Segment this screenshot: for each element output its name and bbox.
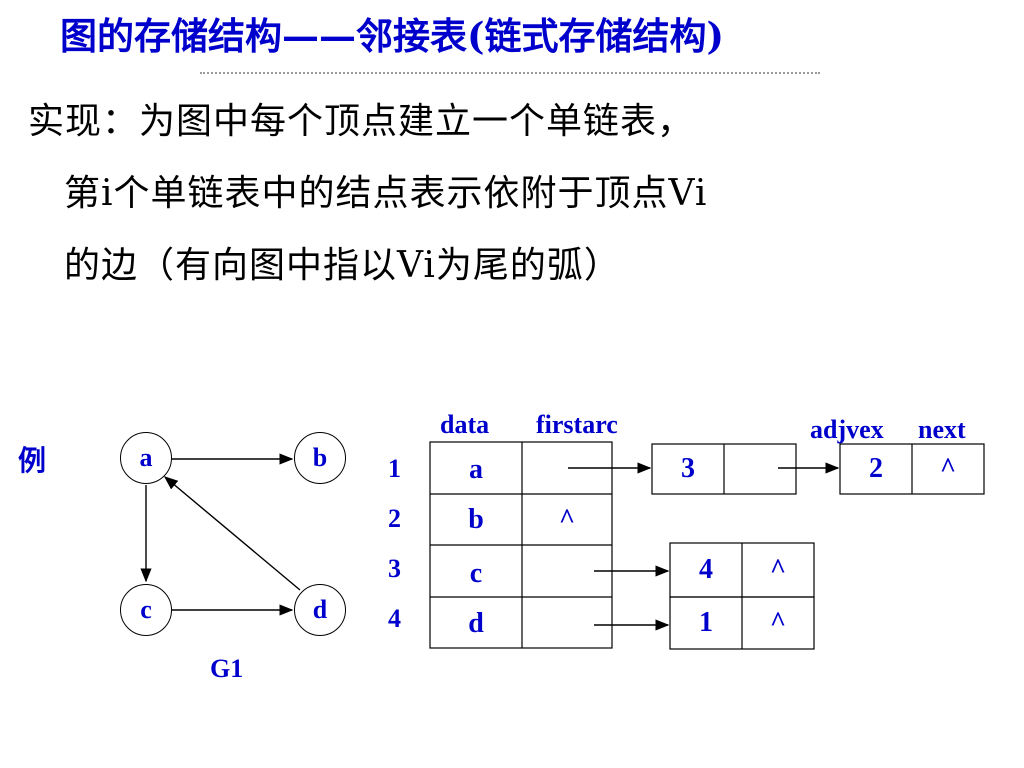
title-divider xyxy=(200,72,820,74)
header-adjvex: adjvex xyxy=(810,415,884,444)
vertex-b: b xyxy=(294,432,346,484)
arc-next: ^ xyxy=(939,453,957,484)
edge-d-a xyxy=(163,476,301,591)
table-cell-data: c xyxy=(469,558,483,589)
row-index: 4 xyxy=(388,604,401,633)
arc-adjvex: 4 xyxy=(699,554,713,585)
body-line-2: 第i个单链表中的结点表示依附于顶点Vi xyxy=(64,173,708,214)
table-cell-data: a xyxy=(469,454,483,485)
arc-next xyxy=(724,444,796,494)
arc-next: ^ xyxy=(769,607,787,638)
table-cell-firstarc xyxy=(522,600,612,648)
row-index: 2 xyxy=(388,504,401,533)
header-next: next xyxy=(918,415,966,444)
table-cell-firstarc xyxy=(522,550,612,598)
table-cell-data: d xyxy=(468,608,484,639)
example-label: 例 xyxy=(18,444,47,477)
body-line-1: 实现：为图中每个顶点建立一个单链表， xyxy=(28,101,695,142)
vertex-d: d xyxy=(294,584,346,636)
table-cell-firstarc xyxy=(522,446,612,494)
row-index: 3 xyxy=(388,554,401,583)
arc-next: ^ xyxy=(769,554,787,585)
body-line-3: 的边（有向图中指以Vi为尾的弧） xyxy=(64,245,621,286)
header-data: data xyxy=(440,410,490,439)
row-index: 1 xyxy=(388,454,401,483)
table-cell-data: b xyxy=(468,504,484,535)
table-cell-firstarc: ^ xyxy=(558,504,576,535)
graph-name: G1 xyxy=(210,654,244,683)
arc-adjvex: 2 xyxy=(869,453,883,484)
arc-adjvex: 3 xyxy=(681,453,695,484)
vertex-a: a xyxy=(120,432,172,484)
header-firstarc: firstarc xyxy=(536,410,618,439)
page-title: 图的存储结构——邻接表(链式存储结构) xyxy=(60,14,725,58)
vertex-c: c xyxy=(120,584,172,636)
arc-adjvex: 1 xyxy=(699,607,713,638)
